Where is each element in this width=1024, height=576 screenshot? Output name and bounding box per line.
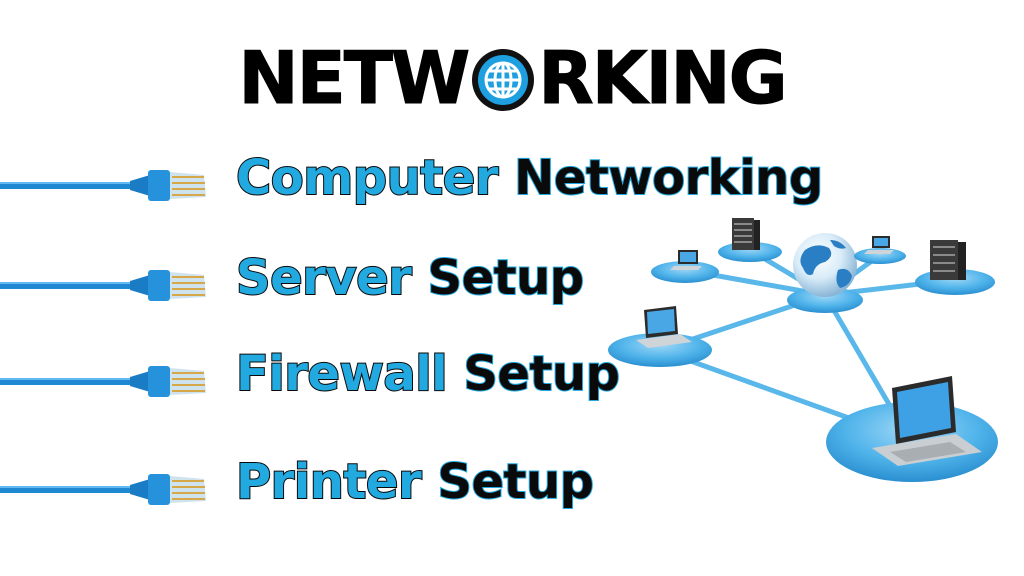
- laptop-icon: [864, 236, 894, 254]
- service-word-primary: Server: [235, 250, 413, 306]
- network-node-laptop: [826, 376, 998, 482]
- server-rack-icon: [930, 240, 966, 280]
- service-row-firewall-setup: Firewall Setup: [0, 344, 900, 424]
- service-label: Server Setup: [235, 253, 585, 303]
- laptop-icon: [872, 376, 982, 466]
- network-node-laptop: [854, 236, 906, 264]
- service-row-server-setup: Server Setup: [0, 248, 900, 328]
- title-part-1: NETW: [238, 36, 471, 120]
- page-title: NETW RKING: [0, 36, 1024, 120]
- ethernet-cable-icon: [0, 270, 206, 301]
- network-diagram: [608, 218, 998, 482]
- globe-icon: [793, 233, 857, 297]
- service-word-secondary: Setup: [427, 250, 586, 306]
- ethernet-cable-icon: [0, 366, 206, 397]
- service-word-secondary: Setup: [436, 454, 595, 510]
- network-node-laptop: [608, 306, 712, 367]
- server-rack-icon: [732, 218, 760, 250]
- service-word-primary: Firewall: [235, 346, 449, 402]
- service-word-secondary: Networking: [513, 150, 824, 206]
- service-word-primary: Printer: [235, 454, 423, 510]
- service-label: Printer Setup: [235, 457, 595, 507]
- title-part-2: RKING: [538, 36, 788, 120]
- service-label: Computer Networking: [235, 153, 824, 203]
- network-node-server: [915, 240, 995, 295]
- network-node-server: [718, 218, 782, 262]
- network-node-laptop: [651, 250, 719, 283]
- service-row-printer-setup: Printer Setup: [0, 452, 900, 532]
- service-row-computer-networking: Computer Networking: [0, 148, 900, 228]
- ethernet-cable-icon: [0, 170, 206, 201]
- service-word-primary: Computer: [235, 150, 499, 206]
- service-word-secondary: Setup: [462, 346, 621, 402]
- hub-node: [787, 233, 863, 313]
- globe-icon: [471, 48, 535, 112]
- ethernet-cable-icon: [0, 474, 206, 505]
- laptop-icon: [636, 306, 692, 348]
- laptop-icon: [670, 250, 702, 270]
- service-label: Firewall Setup: [235, 349, 621, 399]
